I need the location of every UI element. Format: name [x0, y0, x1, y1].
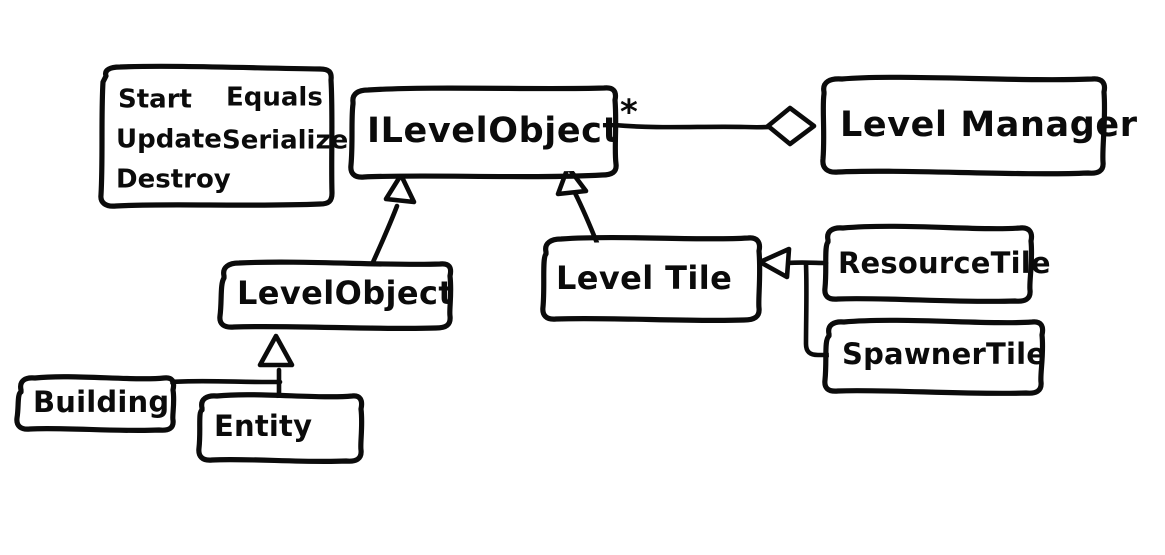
node-levelobject-label: LevelObject	[237, 274, 454, 312]
relation-levelmanager-aggregation[interactable]	[611, 105, 817, 147]
node-resourcetile[interactable]: ResourceTile	[822, 223, 1051, 305]
multiplicity-asterisk: *	[620, 93, 638, 133]
relation-tiles-inheritance[interactable]	[757, 246, 835, 358]
node-levelmanager[interactable]: Level Manager	[820, 74, 1138, 177]
node-building-label: Building	[33, 385, 169, 419]
inheritance-triangle-leveltile	[757, 246, 792, 280]
node-spawnertile-label: SpawnerTile	[842, 337, 1046, 371]
method-update: Update	[116, 125, 222, 155]
node-leveltile[interactable]: Level Tile	[540, 234, 763, 324]
node-spawnertile[interactable]: SpawnerTile	[822, 317, 1046, 397]
node-ilevelobject-label: ILevelObject	[367, 111, 620, 151]
node-building[interactable]: Building	[14, 374, 177, 434]
method-equals: Equals	[226, 83, 323, 113]
node-entity-label: Entity	[214, 409, 312, 443]
inheritance-triangle-levelobject	[257, 333, 295, 368]
method-serialize: Serialize	[222, 126, 348, 156]
methods-box[interactable]: Start Equals Update Serialize Destroy	[98, 63, 348, 209]
relation-levelobject-children-inheritance[interactable]	[167, 333, 295, 403]
node-ilevelobject[interactable]: ILevelObject	[348, 85, 620, 180]
relation-levelobject-realization[interactable]	[366, 172, 417, 274]
realization-triangle-leveltile	[555, 164, 589, 197]
node-resourcetile-label: ResourceTile	[838, 246, 1051, 280]
method-destroy: Destroy	[116, 165, 231, 195]
node-entity[interactable]: Entity	[196, 392, 365, 465]
realization-triangle-levelobject	[383, 172, 417, 205]
method-start: Start	[118, 85, 192, 115]
node-leveltile-label: Level Tile	[556, 259, 732, 297]
aggregation-diamond	[765, 105, 817, 147]
node-levelmanager-label: Level Manager	[840, 105, 1138, 145]
node-levelobject[interactable]: LevelObject	[217, 259, 454, 332]
